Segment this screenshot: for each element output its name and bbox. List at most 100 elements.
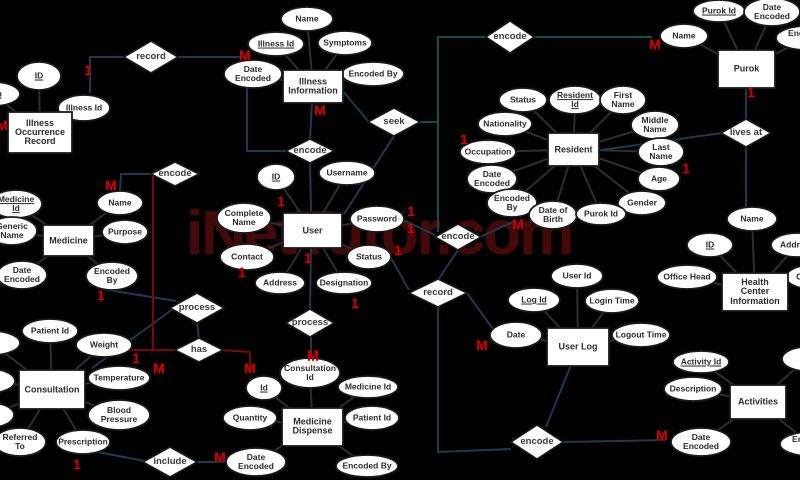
attribute-m-name <box>96 190 144 216</box>
attribute-a-partial-top <box>781 346 800 372</box>
connector-line-20 <box>545 364 572 428</box>
attribute-c-prescription <box>55 429 111 455</box>
attribute-ior-partial <box>0 81 21 107</box>
attribute-r-last-name <box>637 137 685 167</box>
attribute-md-patient-id <box>344 405 400 431</box>
connector-line-22 <box>91 308 174 369</box>
attribute-ior-id <box>16 61 62 91</box>
attribute-u-password <box>349 205 405 233</box>
attribute-h-name <box>726 206 778 232</box>
entity-activities <box>729 384 787 420</box>
connector-line-1 <box>437 36 488 232</box>
attribute-c-blood-pressure <box>87 399 151 431</box>
attribute-u-address <box>254 271 306 295</box>
entity-resident <box>547 132 600 167</box>
connector-line-4 <box>177 56 286 152</box>
attribute-u-designation <box>315 271 373 295</box>
entity-medicine-dispense <box>281 407 344 447</box>
attribute-r-age <box>637 166 681 192</box>
relationship-encode-5 <box>509 424 565 460</box>
attribute-h-id <box>686 232 734 258</box>
attribute-h-address <box>770 232 800 258</box>
connector-line-14 <box>390 257 410 291</box>
entity-medicine <box>42 224 95 257</box>
attribute-r-occupation <box>459 139 517 165</box>
relationship-has <box>173 337 225 363</box>
attribute-m-generic-name <box>0 216 38 246</box>
attribute-r-date-encoded <box>466 164 518 194</box>
relationship-process-1 <box>168 292 226 324</box>
relationship-process-2 <box>284 308 336 338</box>
relationship-lives-at <box>719 118 773 148</box>
attribute-a-encoded-by <box>779 431 800 457</box>
connector-line-26 <box>96 451 146 462</box>
attribute-c-temperature <box>87 365 151 391</box>
entity-user <box>282 212 343 249</box>
attribute-m-purpose <box>101 219 149 245</box>
attribute-p-purok-id <box>692 0 746 23</box>
attribute-md-consultation-id <box>279 357 341 389</box>
entity-consultation <box>18 369 86 410</box>
attribute-u-contact <box>219 243 275 271</box>
attribute-r-gender <box>617 190 667 216</box>
attribute-ii-illness-id <box>247 31 305 57</box>
attribute-p-name <box>659 23 709 49</box>
entity-illness-information <box>282 69 344 104</box>
attribute-ul-user-id <box>550 263 604 289</box>
attribute-r-purok-id <box>575 202 627 226</box>
attribute-m-date-encoded <box>0 260 48 290</box>
attribute-u-status <box>346 244 392 270</box>
attribute-u-complete-name <box>216 202 272 234</box>
connector-line-3 <box>89 56 125 93</box>
connector-line-6 <box>341 89 369 122</box>
attribute-ul-date <box>489 321 543 349</box>
connector-line-19 <box>562 439 667 443</box>
attribute-h-office-head <box>656 264 718 290</box>
relationship-encode-1 <box>284 138 336 164</box>
attribute-r-status <box>498 87 548 113</box>
attribute-a-description <box>663 376 723 402</box>
connector-line-23 <box>107 289 177 302</box>
entity-user-log <box>546 327 610 367</box>
relationship-record-2 <box>407 278 469 308</box>
attribute-r-first-name <box>599 85 647 115</box>
connector-line-18 <box>437 307 512 454</box>
relationship-encode-3 <box>149 161 201 187</box>
entity-illness-occurrence-record <box>7 111 73 154</box>
attribute-md-quantity <box>222 405 278 431</box>
relationship-record-1 <box>122 40 180 74</box>
connector-line-21 <box>196 321 200 340</box>
connector-line-17 <box>466 292 494 330</box>
attribute-c-weight <box>75 332 133 358</box>
entity-health-center-information <box>721 272 789 312</box>
relationship-include <box>141 446 199 478</box>
attribute-r-nationality <box>477 111 533 137</box>
relationship-encode-4 <box>433 223 483 251</box>
attribute-ul-login-time <box>584 288 640 314</box>
attribute-p-date-encoded <box>743 0 800 27</box>
connector-line-15 <box>479 220 516 238</box>
attribute-c-patient-id <box>21 318 79 344</box>
attribute-m-encoded-by <box>85 261 139 291</box>
attribute-md-date-encoded <box>225 447 287 477</box>
attribute-ii-encoded-by <box>341 61 405 87</box>
attribute-r-middle-name <box>630 110 680 140</box>
connector-line-5 <box>309 101 313 140</box>
attribute-ii-symptoms <box>317 30 373 56</box>
connector-line-24 <box>309 248 312 311</box>
connector-line-16 <box>437 249 459 281</box>
connector-line-11 <box>309 162 312 212</box>
attribute-u-id <box>256 163 296 191</box>
attribute-c-partial-id <box>0 330 21 356</box>
connector-line-12 <box>119 173 152 191</box>
relationship-encode-2 <box>484 20 536 54</box>
attribute-c-partial-by <box>0 402 15 428</box>
attribute-a-activity-id <box>672 350 730 374</box>
attribute-a-date-encoded <box>670 427 732 457</box>
connector-line-13 <box>402 219 436 236</box>
attribute-ii-date-encoded <box>223 59 283 89</box>
attribute-ii-name <box>280 6 334 32</box>
relationship-seek <box>366 107 422 137</box>
